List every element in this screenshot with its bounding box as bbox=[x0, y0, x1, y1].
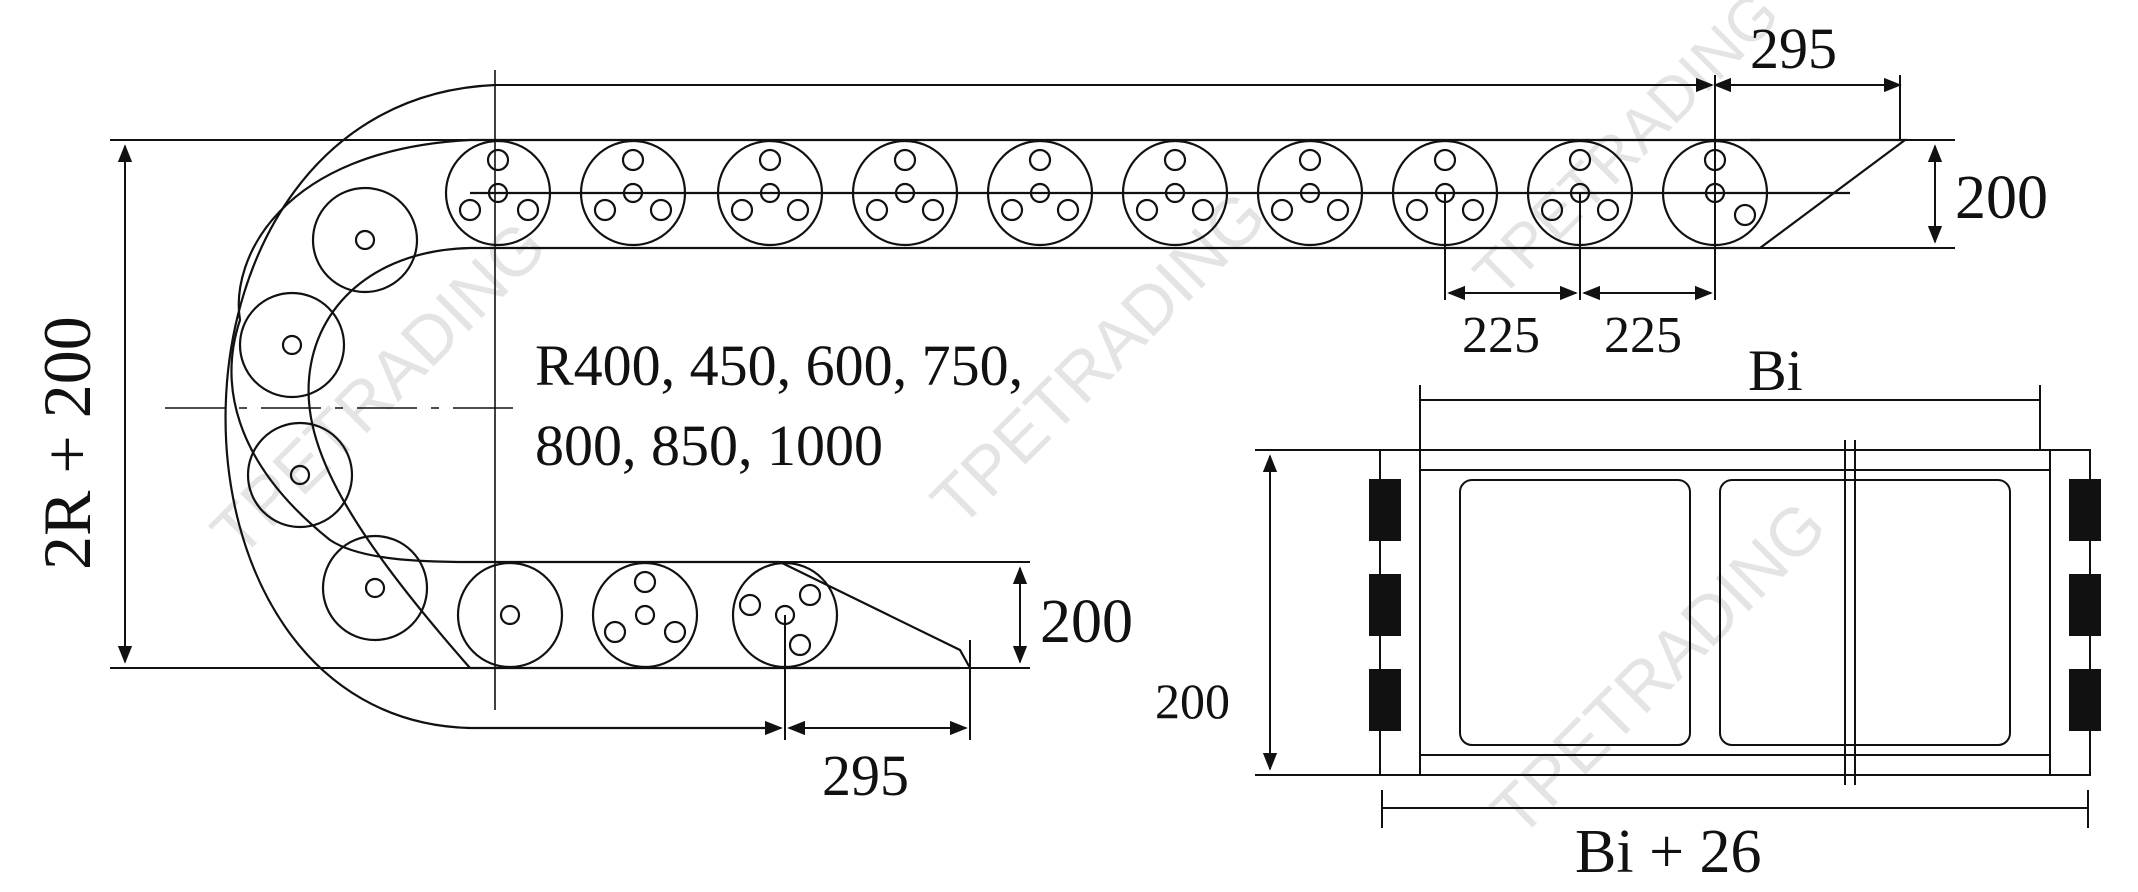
dim-pitch-1-label: 225 bbox=[1462, 307, 1540, 364]
outer-guide-arc bbox=[224, 83, 770, 730]
dim-bottom-length-label: 295 bbox=[822, 743, 909, 808]
section-left-cavity bbox=[1459, 479, 1691, 746]
section-right-bolt-3 bbox=[2069, 669, 2101, 731]
watermark-3: TPETRADING bbox=[1461, 0, 1792, 310]
bend-inner-edge bbox=[307, 246, 471, 669]
bend-outer-edge bbox=[230, 138, 471, 564]
dim-top-length-label: 295 bbox=[1750, 16, 1837, 81]
section-left-bolt-2 bbox=[1369, 574, 1401, 636]
radius-options-line1: R400, 450, 600, 750, bbox=[535, 333, 1023, 398]
section-right-bolt-1 bbox=[2069, 479, 2101, 541]
dimension-labels: 295 200 225 225 2R + 200 R400, 450, 600,… bbox=[29, 16, 2048, 886]
dim-bottom-height-label: 200 bbox=[1040, 588, 1133, 656]
cross-section-view bbox=[1255, 385, 2101, 828]
watermark-1: TPETRADING bbox=[197, 207, 561, 571]
section-height-label: 200 bbox=[1155, 673, 1230, 729]
dim-pitch-2-label: 225 bbox=[1604, 307, 1682, 364]
bottom-run-links bbox=[456, 561, 839, 669]
section-left-bolt-3 bbox=[1369, 669, 1401, 731]
section-outer-width-label: Bi + 26 bbox=[1575, 818, 1762, 886]
dim-top-height-label: 200 bbox=[1955, 164, 2048, 232]
dimension-lines bbox=[110, 75, 1955, 740]
section-left-bolt-1 bbox=[1369, 479, 1401, 541]
radius-options-line2: 800, 850, 1000 bbox=[535, 413, 883, 478]
section-right-bolt-2 bbox=[2069, 574, 2101, 636]
section-right-cavity bbox=[1719, 479, 2011, 746]
bend-links bbox=[238, 186, 429, 642]
top-run-links bbox=[444, 139, 1769, 247]
chain-side-view bbox=[165, 70, 1909, 730]
bottom-run-end-taper bbox=[779, 561, 971, 669]
watermarks: TPETRADING TPETRADING TPETRADING TPETRAD… bbox=[197, 0, 1841, 851]
watermark-4: TPETRADING bbox=[1477, 487, 1841, 851]
section-inner-width-label: Bi bbox=[1748, 338, 1803, 403]
dim-total-height-label: 2R + 200 bbox=[29, 316, 105, 570]
